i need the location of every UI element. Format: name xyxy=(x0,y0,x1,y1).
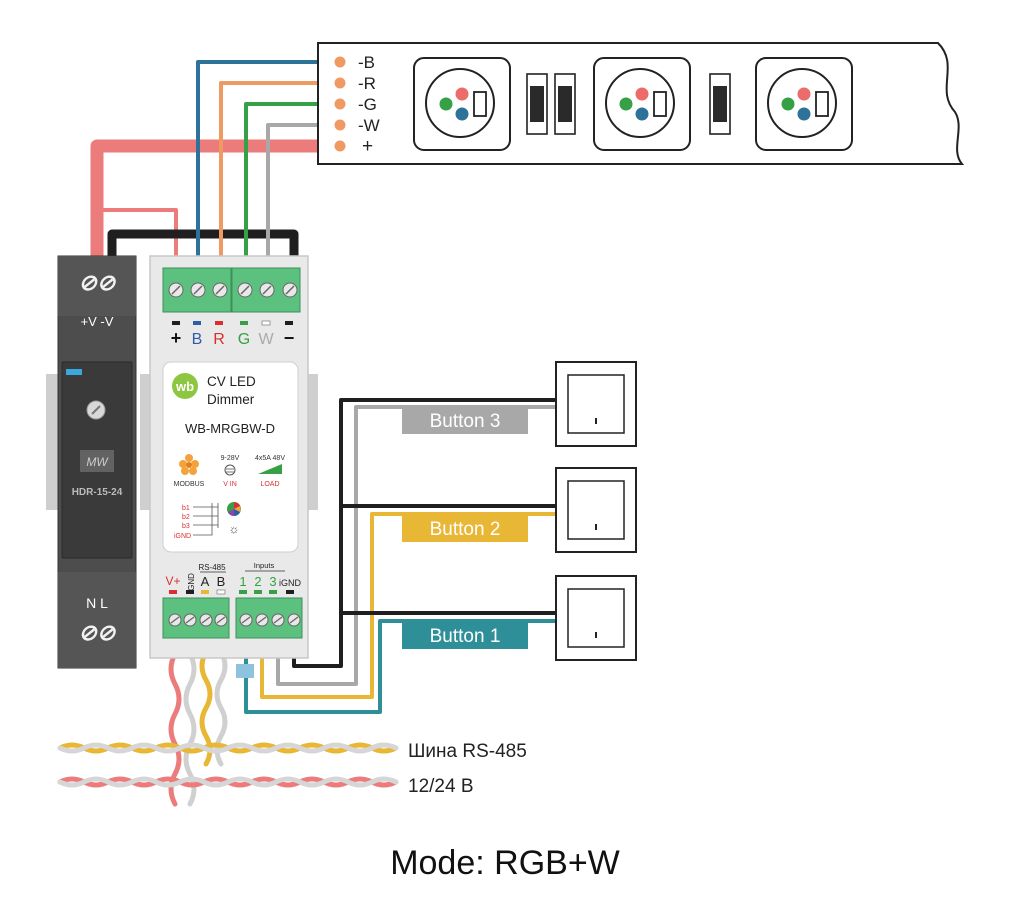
out-label-plus: + xyxy=(171,328,182,348)
bus-label: Шина RS-485 xyxy=(408,741,527,762)
power-supply: ⊘⊘ +V -V MW HDR-15-24 N L ⊘⊘ xyxy=(46,255,137,669)
rgbw-led xyxy=(413,57,511,151)
label-a: A xyxy=(201,574,210,589)
load-rating: 4x5A 48V xyxy=(255,455,285,462)
wire-orange xyxy=(219,81,338,274)
label-ignd: iGND xyxy=(279,578,301,588)
led-strip: -B -R -G -W + xyxy=(317,42,965,165)
rgbw-led xyxy=(593,57,691,151)
modbus-icon xyxy=(179,454,199,475)
wall-button-1 xyxy=(555,575,637,661)
pin-dot xyxy=(334,56,346,68)
pin-label-b: -B xyxy=(358,53,375,72)
resistor xyxy=(526,73,548,135)
wire-plus-red-to-dimmer xyxy=(95,208,178,274)
psu-model: HDR-15-24 xyxy=(72,487,123,498)
pin-label-g: -G xyxy=(358,95,377,114)
rs485-label: RS-485 xyxy=(198,563,226,572)
out-label-g: G xyxy=(238,331,250,348)
dimmer-module: + B R G W − wb CV LED Dimmer WB-MRGBW-D … xyxy=(140,255,318,659)
pin-dot xyxy=(334,140,346,152)
wire-green xyxy=(244,102,338,274)
label-gnd: GND xyxy=(187,573,196,591)
dimmer-model: WB-MRGBW-D xyxy=(185,421,275,436)
button2-label: Button 2 xyxy=(430,519,501,540)
psu-top-screws: ⊘⊘ xyxy=(79,270,116,295)
vin-label: V IN xyxy=(223,481,237,488)
wall-button-3 xyxy=(555,361,637,447)
button3-tag xyxy=(402,406,528,434)
label-in3: 3 xyxy=(269,574,276,589)
wire-joint-blue xyxy=(236,664,254,678)
wall-button-2 xyxy=(555,467,637,553)
mode-label: Mode: RGB+W xyxy=(390,844,620,882)
pin-dot xyxy=(334,98,346,110)
output-labels: + B R G W − xyxy=(171,320,295,348)
vin-icon xyxy=(224,464,236,476)
wb-logo-text: wb xyxy=(175,379,194,394)
psu-bottom-screws: ⊘⊘ xyxy=(79,620,116,645)
label-b: B xyxy=(217,574,226,589)
bus-cable-white xyxy=(57,742,399,754)
pin-dot xyxy=(334,77,346,89)
button1-label: Button 1 xyxy=(430,626,501,647)
rgbw-led xyxy=(755,57,853,151)
out-label-b: B xyxy=(192,331,203,348)
dimmer-title-2: Dimmer xyxy=(207,392,255,407)
wire-minus-black xyxy=(107,229,299,277)
button3-label: Button 3 xyxy=(430,411,501,432)
psu-led xyxy=(66,369,82,375)
label-in2: 2 xyxy=(254,574,261,589)
load-label: LOAD xyxy=(260,481,279,488)
button2-tag xyxy=(402,514,528,542)
bottom-labels: RS-485 Inputs V+ GND A B 1 2 3 iGND xyxy=(165,561,301,595)
b-label-1: b1 xyxy=(182,505,190,512)
resistor xyxy=(709,73,731,135)
b-label-3: b3 xyxy=(182,523,190,530)
out-label-w: W xyxy=(258,331,274,348)
wire-plus-red xyxy=(90,139,343,265)
inputs-schematic: b1 b2 b3 iGND ☼ xyxy=(174,502,241,540)
psu-top-label: +V -V xyxy=(81,314,114,329)
strip-pins: -B -R -G -W + xyxy=(334,53,380,157)
out-label-minus: − xyxy=(284,328,295,348)
b-label-2: b2 xyxy=(182,514,190,521)
power-label: 12/24 В xyxy=(408,776,474,797)
out-label-r: R xyxy=(213,331,225,348)
resistor xyxy=(554,73,576,135)
wire-blue xyxy=(196,60,338,274)
modbus-label: MODBUS xyxy=(174,481,205,488)
psu-bottom-label: N L xyxy=(86,595,108,611)
inputs-label: Inputs xyxy=(254,561,275,570)
load-icon xyxy=(258,464,282,474)
wb-logo xyxy=(172,373,198,399)
power-cable-white xyxy=(57,776,399,788)
label-vplus: V+ xyxy=(165,574,180,588)
label-in1: 1 xyxy=(239,574,246,589)
brightness-icon: ☼ xyxy=(229,522,240,536)
pin-dot xyxy=(334,119,346,131)
wall-buttons: Button 3 Button 2 Button 1 xyxy=(402,361,637,661)
vin-range: 9-28V xyxy=(221,455,240,462)
psu-brand-box xyxy=(80,450,114,472)
terminal-block-bottom xyxy=(162,597,303,639)
wire-white xyxy=(266,123,338,274)
dimmer-front-panel xyxy=(162,361,299,553)
b-label-ignd: iGND xyxy=(174,533,191,540)
button1-tag xyxy=(402,621,528,649)
pin-label-r: -R xyxy=(358,74,376,93)
dimmer-title-1: CV LED xyxy=(207,374,256,389)
pin-label-w: -W xyxy=(358,116,380,135)
pin-label-plus: + xyxy=(362,136,373,157)
terminal-block-top xyxy=(162,267,301,313)
psu-brand: MW xyxy=(86,455,109,469)
